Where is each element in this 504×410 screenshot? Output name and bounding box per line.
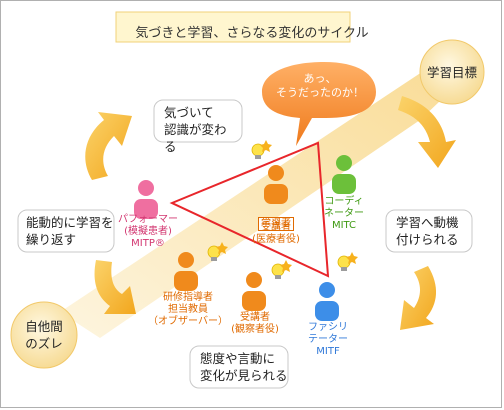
lightbulb-icon	[251, 140, 272, 159]
learner-sub-label: 受講者 (医療者役)	[252, 222, 300, 245]
behavior-bubble	[189, 345, 289, 389]
diagram-title: 気づきと学習、さらなる変化のサイクル	[135, 26, 369, 41]
observer-learner-label: 受講者 (観察者役)	[231, 312, 279, 335]
learner-role: 学習者	[258, 217, 294, 231]
gap-circle-label: 自他間 のズレ	[25, 319, 63, 351]
gap-circle	[10, 301, 78, 369]
instructor-label: 研修指導者 担当教員 （オブザーバー）	[148, 292, 228, 327]
instructor-person-icon	[174, 252, 198, 291]
cycle-arrow-bottom-left	[94, 260, 136, 314]
facilitator-person-icon	[315, 282, 339, 321]
repeat-bubble	[17, 209, 115, 253]
cycle-arrow-top-left	[85, 112, 132, 180]
goal-circle	[419, 39, 485, 105]
cycle-arrow-right	[400, 266, 437, 330]
learner-label: 学習者	[246, 205, 306, 231]
repeat-bubble-text: 能動的に学習を 繰り返す	[26, 215, 114, 247]
observer-person-icon	[242, 272, 266, 311]
awareness-bubble-text: 気づいて 認識が変わる	[164, 105, 227, 154]
motivation-bubble-text: 学習へ動機 付けられる	[396, 215, 459, 247]
performer-person-icon	[134, 180, 158, 219]
growth-band	[60, 68, 460, 338]
learner-person-icon	[264, 165, 288, 204]
lightbulb-icon	[207, 242, 228, 261]
motivation-bubble	[385, 209, 473, 253]
speech-bubble	[262, 62, 376, 146]
lightbulb-icon	[271, 260, 292, 279]
speech-bubble-text: あっ、 そうだったのか！	[276, 72, 364, 99]
title-box	[115, 11, 351, 43]
awareness-bubble	[153, 99, 243, 143]
performer-label: パフォーマー (模擬患者) MITP®	[118, 214, 178, 249]
coordinator-label: コーディ ネーター MITC	[324, 196, 364, 231]
lightbulb-icon	[337, 252, 358, 271]
coordinator-person-icon	[332, 155, 356, 194]
behavior-change-bubble-text: 態度や言動に 変化が見られる	[200, 351, 288, 383]
goal-circle-label: 学習目標	[426, 65, 477, 80]
facilitator-label: ファシリ テーター MITF	[308, 322, 348, 357]
cycle-arrow-top-right	[398, 96, 456, 168]
relationship-triangle	[169, 141, 330, 278]
